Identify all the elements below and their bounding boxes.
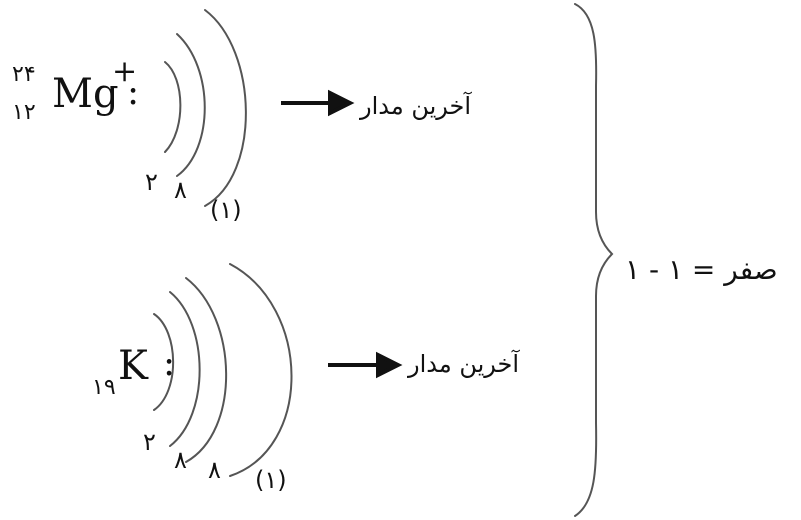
mg-atomic-number: ۱۲ bbox=[12, 100, 36, 125]
k-shell-value-1: ۲ bbox=[143, 428, 156, 456]
k-symbol: K bbox=[118, 343, 148, 389]
mg-shell-1 bbox=[164, 61, 182, 153]
mg-shell-3 bbox=[204, 9, 247, 207]
result-equation: صفر = ۱ - ۱ bbox=[625, 253, 778, 286]
mg-charge: + bbox=[112, 54, 138, 89]
k-shell-1 bbox=[153, 313, 175, 411]
k-shell-value-2: ۸ bbox=[174, 446, 187, 474]
mg-shell-value-2: ۸ bbox=[174, 176, 187, 204]
k-shell-value-3: ۸ bbox=[208, 456, 221, 484]
mg-symbol: Mg bbox=[52, 71, 119, 117]
mg-shell-value-3: (۱) bbox=[210, 196, 242, 224]
mg-shell-2 bbox=[176, 33, 206, 177]
group-brace bbox=[574, 3, 614, 517]
mg-colon: : bbox=[127, 72, 140, 113]
k-shell-3 bbox=[185, 277, 228, 463]
k-colon: : bbox=[163, 343, 176, 384]
mg-shell-value-1: ۲ bbox=[145, 168, 158, 196]
mg-last-shell-label: آخرین مدار bbox=[360, 92, 472, 120]
k-last-shell-label: آخرین مدار bbox=[408, 350, 520, 378]
mg-arrow-head bbox=[328, 89, 355, 117]
k-arrow-head bbox=[376, 351, 403, 379]
k-atomic-number: ۱۹ bbox=[92, 375, 116, 400]
mg-mass-number: ۲۴ bbox=[12, 62, 36, 87]
k-shell-4 bbox=[229, 263, 293, 477]
k-shell-value-4: (۱) bbox=[255, 466, 287, 494]
k-shell-2 bbox=[169, 291, 201, 447]
